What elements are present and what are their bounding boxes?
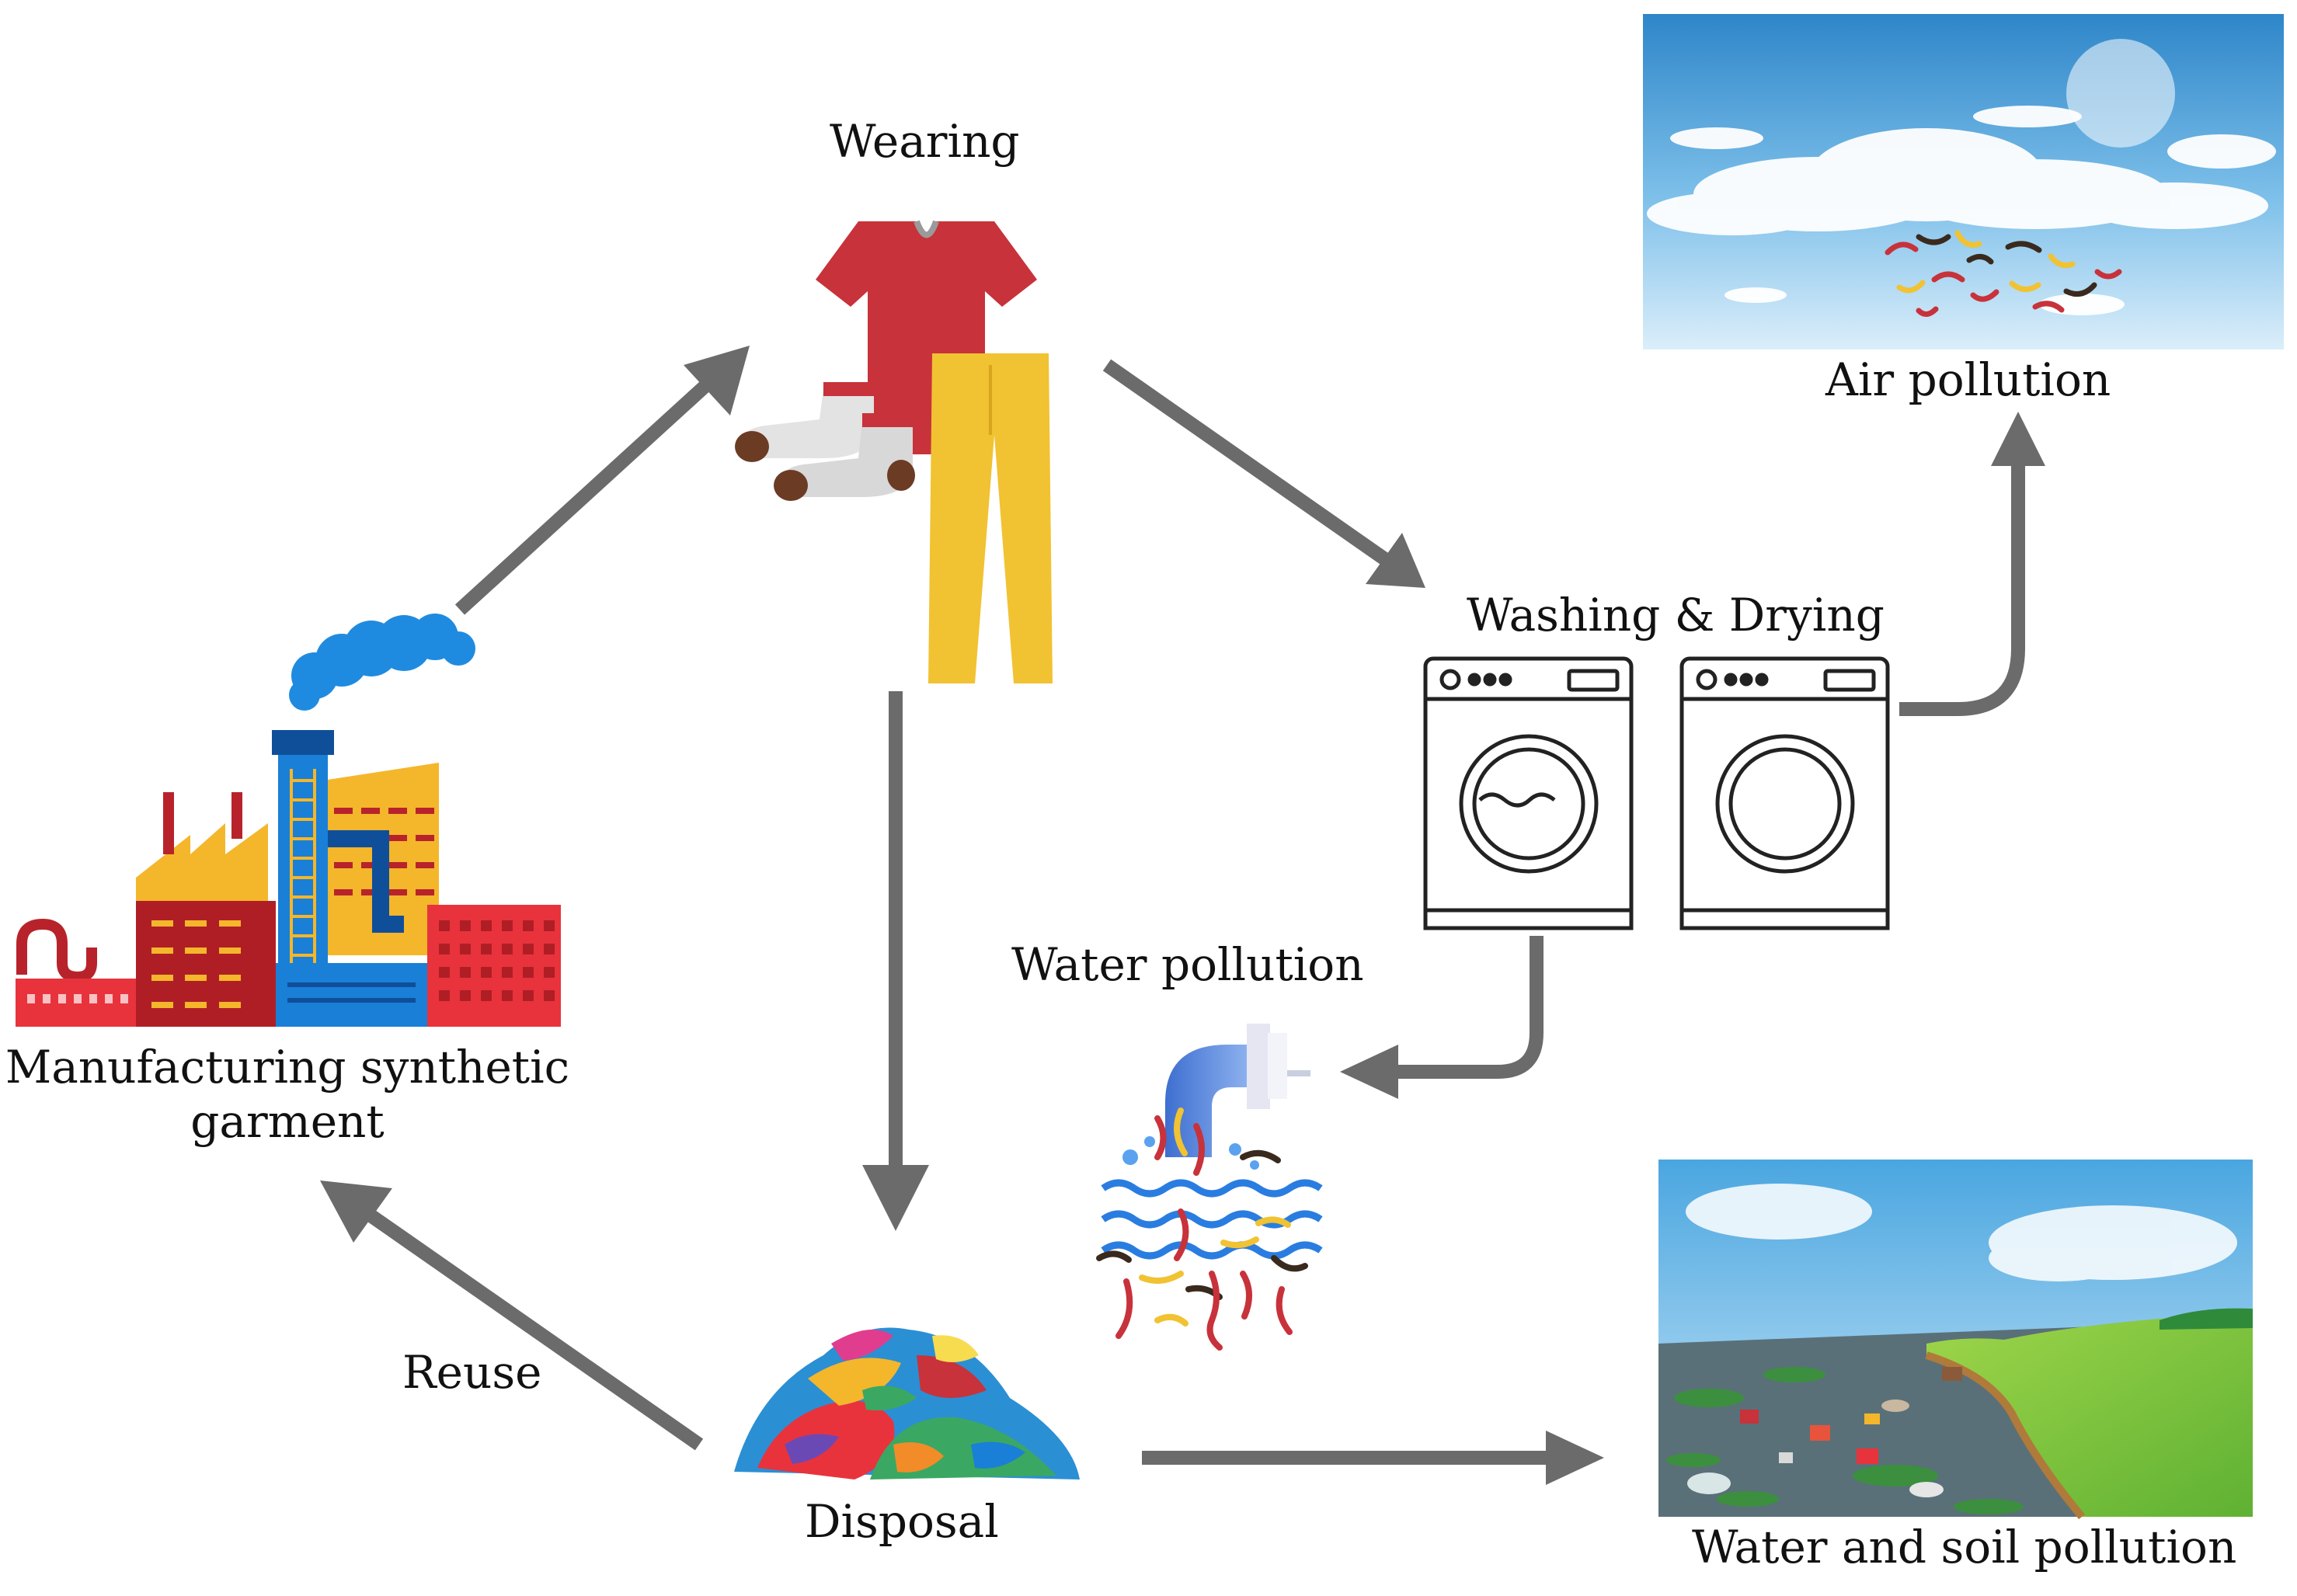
label-manufacturing: Manufacturing synthetic garment — [0, 1041, 575, 1149]
dryer-icon — [1679, 656, 1890, 930]
label-manufacturing-line2: garment — [190, 1094, 385, 1148]
label-manufacturing-line1: Manufacturing synthetic — [5, 1041, 570, 1094]
factory-icon — [16, 614, 561, 1027]
label-disposal: Disposal — [805, 1495, 999, 1548]
socks-icon — [735, 382, 915, 501]
smoke-icon — [289, 614, 475, 711]
label-wearing: Wearing — [830, 115, 1020, 168]
pants-icon — [928, 353, 1053, 683]
arrow-disposal-to-factory — [360, 1205, 704, 1451]
label-washing-drying: Washing & Drying — [1467, 589, 1885, 642]
polluted-lake-scene — [1658, 1160, 2253, 1520]
arrow-factory-to-wearing — [454, 379, 712, 615]
label-reuse: Reuse — [402, 1346, 542, 1399]
sky-microfiber-scene — [1643, 14, 2284, 349]
arrow-dryer-to-air — [1899, 454, 2025, 716]
washing-machine-icon — [1423, 656, 1634, 930]
arrow-wearing-to-washing — [1102, 359, 1395, 569]
arrowheads — [320, 346, 2045, 1485]
clothes-pile-icon — [734, 1327, 1080, 1480]
label-water-soil-pollution: Water and soil pollution — [1692, 1521, 2237, 1573]
drain-pipe-icon — [1096, 1024, 1323, 1351]
label-air-pollution: Air pollution — [1825, 353, 2111, 406]
label-water-pollution: Water pollution — [1011, 938, 1364, 991]
clothes-icon — [735, 220, 1053, 683]
arrow-washer-to-pipe — [1390, 936, 1544, 1079]
arrows — [360, 359, 2025, 1465]
